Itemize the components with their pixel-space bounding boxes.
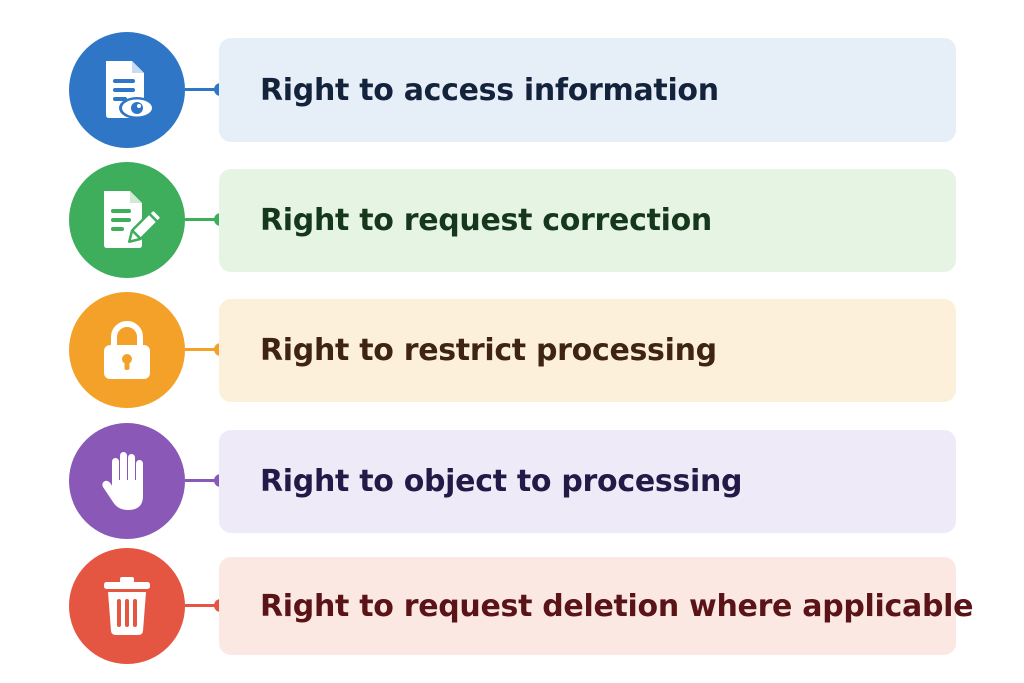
label-card: Right to access information (219, 38, 956, 142)
connector-line (185, 218, 218, 221)
icon-circle-correction (69, 162, 185, 278)
label-card: Right to object to processing (219, 430, 956, 533)
document-edit-icon (104, 191, 162, 248)
document-eye-icon (106, 61, 155, 119)
right-item-object: Right to object to processing (0, 423, 1024, 539)
right-label: Right to object to processing (260, 464, 743, 499)
icon-circle-access (69, 32, 185, 148)
label-card: Right to request deletion where applicab… (219, 557, 973, 655)
right-label: Right to access information (260, 72, 719, 108)
trash-icon (104, 577, 150, 635)
label-card: Right to request correction (219, 169, 956, 272)
icon-circle-object (69, 423, 185, 539)
right-item-correction: Right to request correction (0, 162, 1024, 278)
icon-circle-restrict (69, 292, 185, 408)
right-label: Right to request correction (260, 203, 712, 238)
label-card: Right to restrict processing (219, 299, 956, 402)
right-label: Right to restrict processing (260, 333, 717, 368)
right-item-restrict: Right to restrict processing (0, 292, 1024, 408)
connector-line (185, 348, 218, 351)
right-item-access: Right to access information (0, 32, 1024, 148)
right-label: Right to request deletion where applicab… (260, 588, 974, 624)
connector-line (185, 479, 218, 482)
lock-icon (104, 321, 150, 379)
hand-stop-icon (102, 452, 143, 510)
icon-circle-deletion (69, 548, 185, 664)
right-item-deletion: Right to request deletion where applicab… (0, 548, 1024, 664)
connector-line (185, 88, 218, 91)
connector-line (185, 604, 218, 607)
